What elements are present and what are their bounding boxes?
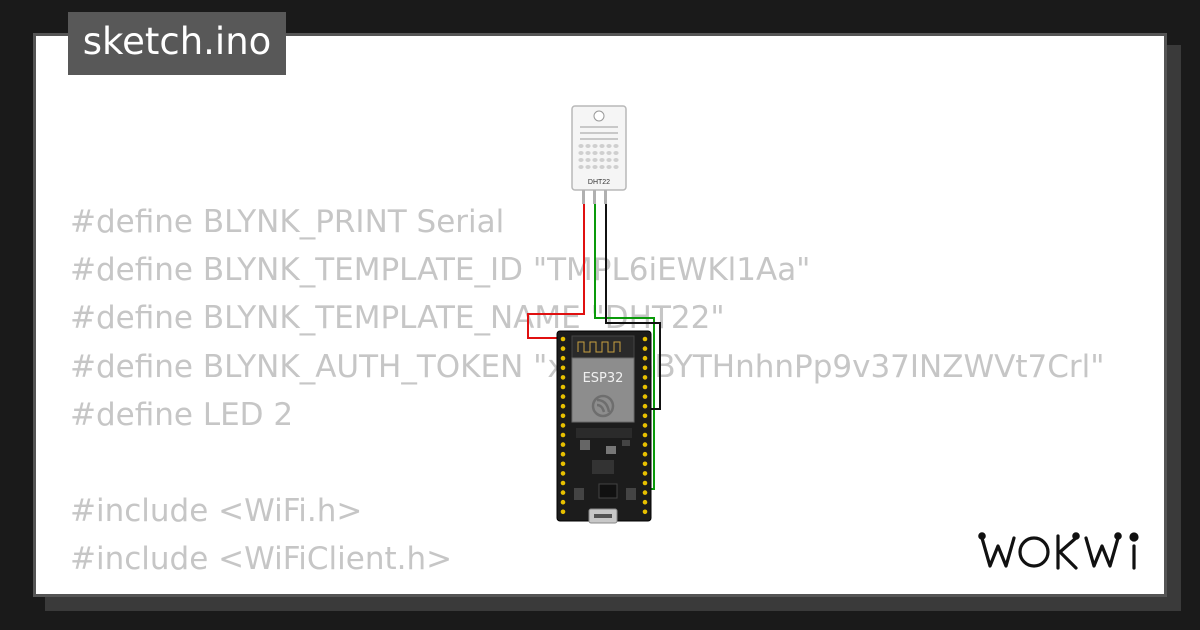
code-line: #define LED 2: [70, 396, 294, 433]
grill-vent: [613, 151, 619, 155]
code-line: #include <WiFi.h>: [70, 493, 363, 530]
header-pin: [560, 423, 566, 428]
grill-vent: [578, 165, 584, 169]
header-pin: [642, 480, 648, 486]
card-shadow-right: [1167, 45, 1181, 605]
pin-header-right: [642, 336, 648, 515]
header-pin: [560, 413, 566, 419]
grill-vent: [578, 158, 584, 162]
grill-vent: [613, 144, 619, 148]
header-pin: [560, 432, 566, 438]
grill-vent: [585, 144, 591, 148]
grill-vent: [599, 151, 605, 155]
preview-card: #define BLYNK_PRINT Serial #define BLYNK…: [33, 33, 1167, 597]
header-pin: [560, 509, 566, 515]
grill-vent: [599, 165, 605, 169]
header-pin: [560, 480, 566, 486]
header-pin: [642, 346, 648, 351]
header-pin: [642, 365, 648, 371]
grill-vent: [606, 151, 612, 155]
grill-vent: [613, 158, 619, 162]
board-label: ESP32: [583, 371, 624, 386]
code-line: #include <BlynkSimpleEsp32.h>: [70, 584, 1104, 595]
grill-vent: [606, 165, 612, 169]
grill-vent: [585, 158, 591, 162]
grill-vent: [613, 165, 619, 169]
sensor-label: DHT22: [588, 179, 610, 186]
header-pin: [642, 509, 648, 515]
header-pin: [560, 490, 566, 495]
header-pin: [642, 375, 648, 380]
header-pin: [642, 461, 648, 467]
circuit-diagram: DHT22 ESP32: [527, 105, 661, 524]
header-pin: [560, 471, 566, 476]
header-pin: [642, 394, 648, 399]
grill-vent: [599, 144, 605, 148]
file-tab[interactable]: sketch.ino: [68, 12, 286, 75]
header-pin: [642, 336, 648, 342]
grill-vent: [592, 165, 598, 169]
espressif-logo-icon: [591, 394, 615, 418]
header-pin: [642, 442, 648, 447]
header-pin: [560, 365, 566, 371]
grill-vent: [592, 144, 598, 148]
grill-vent: [592, 151, 598, 155]
header-pin: [560, 384, 566, 390]
header-pin: [642, 384, 648, 390]
grill-vent: [606, 144, 612, 148]
esp32-board[interactable]: ESP32: [556, 330, 652, 524]
header-pin: [642, 403, 648, 409]
grill-vent: [585, 165, 591, 169]
wire-vcc: [527, 204, 585, 339]
header-pin: [560, 442, 566, 447]
header-pin: [642, 355, 648, 361]
grill-vent: [599, 158, 605, 162]
header-pin: [560, 346, 566, 351]
header-pin: [560, 375, 566, 380]
header-pin: [642, 423, 648, 428]
wire-gnd: [605, 204, 661, 410]
grill-vent: [578, 144, 584, 148]
grill-vent: [606, 158, 612, 162]
header-pin: [560, 499, 566, 505]
header-pin: [560, 336, 566, 342]
code-line: #define BLYNK_TEMPLATE_ID "TMPL6iEWKl1Aa…: [70, 252, 811, 289]
header-pin: [642, 432, 648, 438]
header-pin: [560, 403, 566, 409]
card-shadow-bottom: [45, 597, 1181, 611]
header-pin: [642, 451, 648, 457]
header-pin: [642, 490, 648, 495]
code-editor: #define BLYNK_PRINT Serial #define BLYNK…: [70, 198, 1104, 595]
header-pin: [560, 394, 566, 399]
grill-vent: [585, 151, 591, 155]
header-pin: [560, 355, 566, 361]
pin-header-left: [560, 336, 566, 515]
header-pin: [642, 471, 648, 476]
grill-vent: [578, 151, 584, 155]
code-line: #define BLYNK_PRINT Serial: [70, 204, 505, 240]
dht22-sensor[interactable]: DHT22: [571, 105, 627, 204]
header-pin: [642, 413, 648, 419]
grill-vent: [592, 158, 598, 162]
header-pin: [642, 499, 648, 505]
code-line: #include <WiFiClient.h>: [70, 541, 453, 578]
wokwi-logo: [978, 532, 1139, 570]
header-pin: [560, 461, 566, 467]
header-pin: [560, 451, 566, 457]
